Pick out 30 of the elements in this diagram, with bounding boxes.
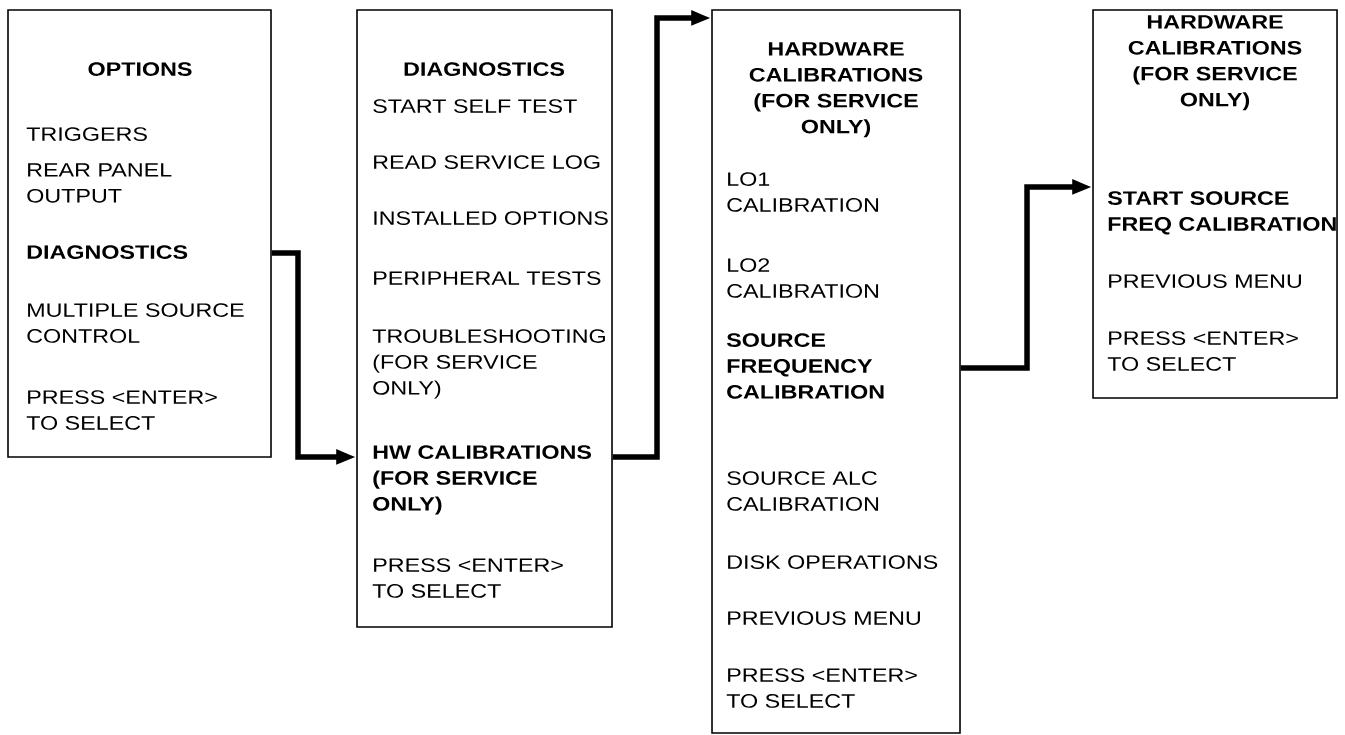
menu-item: SOURCE ALC CALIBRATION bbox=[727, 471, 879, 511]
menu-item: LO2 CALIBRATION bbox=[727, 258, 879, 298]
selected-menu-item: SOURCE FREQUENCY CALIBRATION bbox=[726, 333, 884, 399]
selected-menu-item: START SOURCE FREQ CALIBRATION bbox=[1107, 191, 1336, 235]
menu-item: DISK OPERATIONS bbox=[728, 555, 938, 569]
selected-menu-item: HW CALIBRATIONS (FOR SERVICE ONLY) bbox=[373, 445, 591, 515]
menu-item: PRESS <ENTER> TO SELECT bbox=[372, 558, 563, 598]
menu-panel bbox=[711, 9, 961, 734]
menu-item: TRIGGERS bbox=[26, 127, 147, 141]
menu-item: MULTIPLE SOURCE CONTROL bbox=[27, 303, 244, 343]
selected-menu-item: DIAGNOSTICS bbox=[27, 245, 188, 259]
menu-item: PRESS <ENTER> TO SELECT bbox=[726, 668, 917, 708]
menu-item: PREVIOUS MENU bbox=[1109, 274, 1301, 288]
menu-panel bbox=[7, 9, 272, 458]
menu-heading: HARDWARE CALIBRATIONS (FOR SERVICE ONLY) bbox=[749, 42, 923, 138]
menu-panel bbox=[1092, 9, 1338, 399]
menu-item: READ SERVICE LOG bbox=[374, 155, 600, 169]
menu-item: LO1 CALIBRATION bbox=[727, 172, 879, 212]
menu-item: INSTALLED OPTIONS bbox=[374, 211, 608, 225]
menu-item: REAR PANEL OUTPUT bbox=[27, 163, 172, 203]
menu-item: START SELF TEST bbox=[373, 99, 577, 113]
menu-heading: DIAGNOSTICS bbox=[404, 62, 565, 76]
menu-item: PREVIOUS MENU bbox=[728, 611, 920, 625]
menu-heading: OPTIONS bbox=[88, 62, 192, 76]
menu-item: PERIPHERAL TESTS bbox=[374, 271, 601, 285]
menu-item: PRESS <ENTER> TO SELECT bbox=[1107, 331, 1298, 371]
menu-item: TROUBLESHOOTING (FOR SERVICE ONLY) bbox=[372, 329, 605, 399]
menu-heading: HARDWARE CALIBRATIONS (FOR SERVICE ONLY) bbox=[1128, 15, 1302, 111]
menu-panel bbox=[356, 9, 613, 628]
menu-item: PRESS <ENTER> TO SELECT bbox=[26, 390, 217, 430]
